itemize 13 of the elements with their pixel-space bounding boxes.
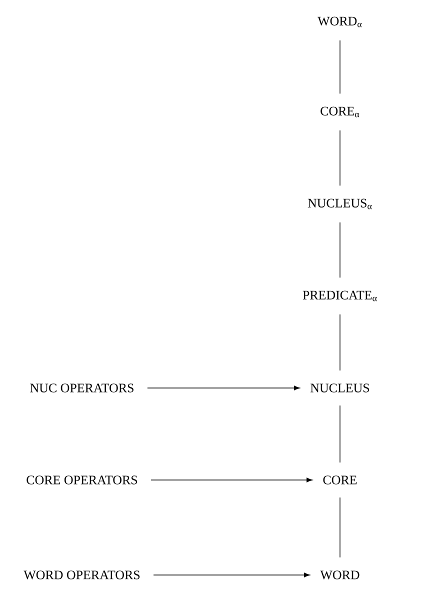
node-label: NUCLEUS xyxy=(310,384,370,392)
operator-label: CORE OPERATORS xyxy=(26,476,138,484)
node-label: WORD xyxy=(320,570,360,580)
arrow xyxy=(150,478,312,482)
operator-label: WORD OPERATORS xyxy=(24,570,140,580)
node-label: WORD$_{α}$ xyxy=(318,16,362,28)
operator-label: NUC OPERATORS xyxy=(30,384,134,392)
arrow xyxy=(147,386,300,390)
arrow xyxy=(153,572,310,578)
node-label: NUCLEUS$_{α}$ xyxy=(308,198,372,210)
node-label: CORE xyxy=(323,476,357,484)
node-label: CORE$_{α}$ xyxy=(320,106,360,118)
node-label: PREDICATE$_{α}$ xyxy=(302,290,377,302)
